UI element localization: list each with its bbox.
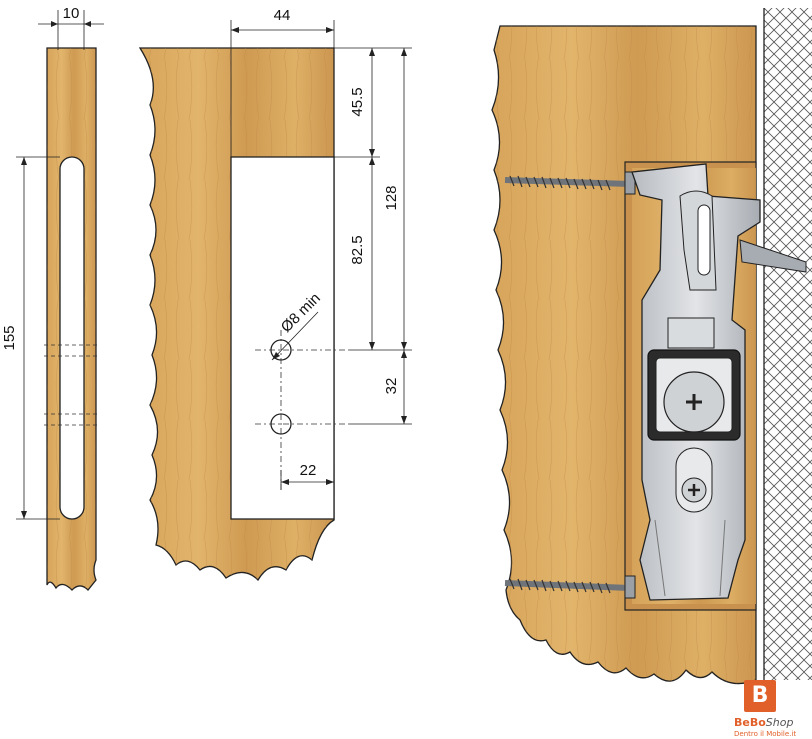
- slot: [59, 156, 85, 520]
- dim-slot-width: 10: [38, 5, 104, 50]
- dim-label-top-offset: 45.5: [349, 87, 366, 116]
- dim-hole-offset: 22: [280, 462, 335, 490]
- brand-name: BeBoShop: [734, 716, 793, 729]
- dim-cutout-width: 44: [230, 7, 335, 157]
- dim-label-hole-offset: 22: [300, 462, 317, 479]
- dim-label-slot-length: 155: [1, 325, 18, 350]
- dim-slot-length: 155: [1, 156, 60, 520]
- dim-hole-to-top: 82.5: [349, 157, 375, 350]
- brand-logo: B BeBoShop Dentro il Mobile.it: [732, 676, 812, 739]
- dim-overall-height: 128: [350, 48, 412, 351]
- front-panel: [138, 47, 350, 582]
- dim-top-offset: 45.5: [334, 47, 412, 158]
- screw-icon: [504, 171, 636, 195]
- drawer-bracket-icon: [631, 163, 807, 601]
- brand-mark: B: [744, 680, 776, 712]
- wall-section: [763, 8, 812, 680]
- dim-label-slot-width: 10: [63, 5, 80, 22]
- dim-label-hole-spacing: 32: [383, 378, 400, 395]
- cutout: [230, 156, 335, 520]
- brand-name-shop: Shop: [765, 716, 794, 729]
- screw-icon: [504, 575, 636, 599]
- brand-tagline: Dentro il Mobile.it: [734, 730, 797, 738]
- dim-label-overall-height: 128: [383, 185, 400, 210]
- side-panel: [44, 47, 99, 591]
- brand-letter: B: [751, 683, 769, 708]
- brand-name-main: BeBo: [734, 716, 766, 729]
- dim-hole-spacing: 32: [350, 350, 412, 425]
- dim-label-cutout-width: 44: [274, 7, 291, 24]
- dim-label-hole-to-top: 82.5: [349, 235, 366, 264]
